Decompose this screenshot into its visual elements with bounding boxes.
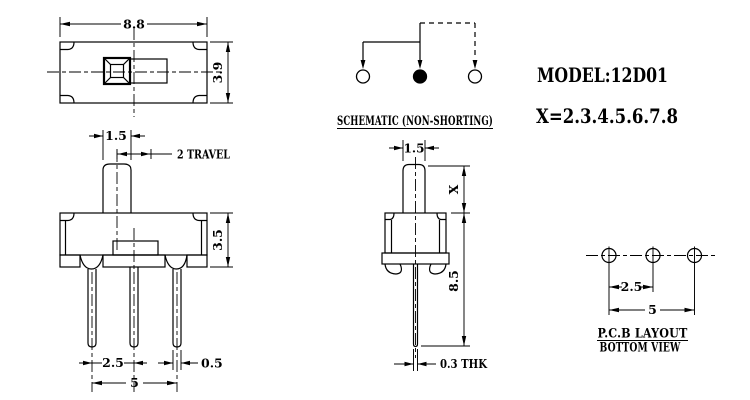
- top-view-dimension-arrows: [60, 21, 231, 103]
- x-values-spec: X=2.3.4.5.6.7.8: [536, 104, 678, 128]
- front-view-pin-notches: [79, 254, 188, 270]
- dim-front-knob-width: 1.5: [105, 128, 127, 143]
- front-view-inner-walls: [64, 221, 203, 255]
- dim-front-pin-span: 5: [130, 375, 139, 390]
- dim-front-pin-pitch: 2.5: [102, 355, 124, 370]
- side-view: 1.5 X 8.5 0.3 THK: [381, 140, 488, 371]
- dim-side-lower-height: 8.5: [446, 270, 461, 292]
- side-view-dimension-arrows: [394, 145, 467, 367]
- schematic-label: SCHEMATIC (NON-SHORTING): [337, 114, 493, 129]
- schematic-view: SCHEMATIC (NON-SHORTING): [337, 22, 493, 130]
- schematic-terminal-center: [412, 69, 428, 84]
- dim-front-travel: 2 TRAVEL: [177, 147, 230, 162]
- schematic-dashed-wires: [420, 22, 476, 57]
- front-view-body: [59, 212, 208, 256]
- dim-side-knob-height: X: [446, 184, 461, 194]
- dim-front-pin-width: 0.5: [201, 356, 223, 371]
- pcb-dimension-arrows: [609, 284, 695, 313]
- front-view-centerlines: [91, 150, 178, 392]
- dim-side-knob-width: 1.5: [404, 141, 425, 156]
- front-view-dimension-arrows: [83, 133, 231, 386]
- pcb-layout-view: 2.5 5 P.C.B LAYOUT BOTTOM VIEW: [586, 246, 718, 356]
- title-block: MODEL:12D01 X=2.3.4.5.6.7.8: [536, 63, 678, 128]
- side-view-corner-marks: [385, 212, 446, 221]
- top-view-body-outline: [59, 41, 208, 104]
- dim-top-width: 8.8: [123, 17, 145, 32]
- dim-pcb-span: 5: [648, 302, 657, 317]
- front-view-corner-marks: [60, 212, 207, 222]
- front-view: 1.5 2 TRAVEL 3.5 2.5 0.5 5: [59, 128, 233, 392]
- pcb-label-line1: P.C.B LAYOUT: [598, 327, 688, 342]
- front-view-pins: [87, 267, 182, 348]
- top-view-dimension-lines: [59, 17, 233, 104]
- side-view-dimension-lines: [389, 140, 470, 371]
- front-view-center-bump: [112, 240, 159, 256]
- front-view-right-foot: [186, 254, 208, 268]
- schematic-wire-arrows: [360, 60, 478, 69]
- schematic-terminal-right: [467, 69, 483, 84]
- top-view-centerlines: [47, 28, 221, 117]
- top-view-slider-slot: [129, 58, 168, 84]
- side-view-clip-feet: [384, 263, 447, 275]
- schematic-solid-wires: [362, 23, 421, 61]
- pcb-label-line2: BOTTOM VIEW: [600, 341, 681, 356]
- front-view-left-foot: [59, 254, 81, 268]
- side-view-inner-walls: [390, 220, 441, 253]
- top-view-knob-inner: [109, 63, 125, 79]
- front-view-knob: [102, 163, 132, 213]
- dim-pcb-pitch: 2.5: [621, 279, 643, 294]
- top-view-corner-marks: [60, 41, 207, 104]
- schematic-terminal-left: [355, 69, 371, 84]
- side-view-knob: [402, 163, 426, 213]
- top-view: 8.8 3.9: [47, 17, 233, 117]
- dim-top-height: 3.9: [210, 62, 225, 84]
- model-number: MODEL:12D01: [537, 63, 668, 87]
- top-view-knob-bevels: [103, 57, 131, 85]
- dim-front-body-height: 3.5: [210, 229, 225, 251]
- side-view-pin: [412, 264, 419, 348]
- dim-side-pin-thickness: 0.3 THK: [440, 356, 488, 371]
